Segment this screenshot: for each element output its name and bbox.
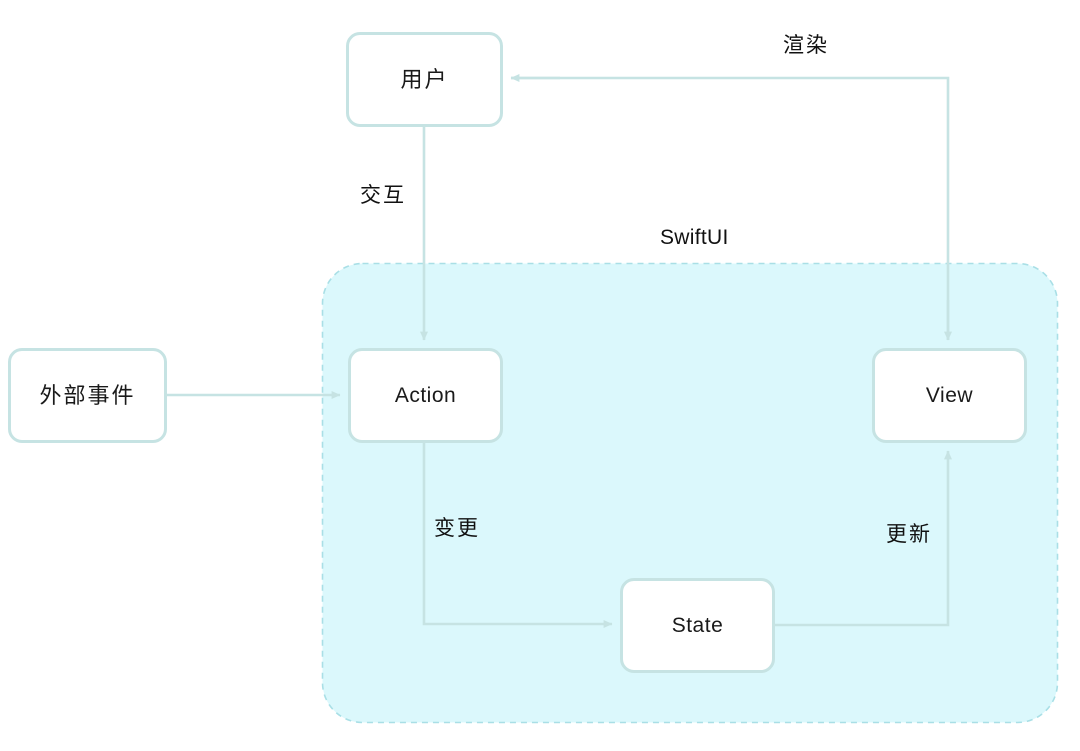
edge-label-mutate: 变更 [434, 517, 480, 540]
node-view[interactable]: View [872, 348, 1027, 443]
node-user[interactable]: 用户 [346, 32, 503, 127]
group-label-swiftui: SwiftUI [660, 226, 729, 249]
node-state[interactable]: State [620, 578, 775, 673]
edge-label-render: 渲染 [783, 34, 829, 57]
edge-label-interact: 交互 [360, 184, 406, 207]
edge-label-update: 更新 [886, 523, 932, 546]
edge-view-to-user [511, 76, 950, 340]
node-external-event[interactable]: 外部事件 [8, 348, 167, 443]
edge-state-to-view [775, 450, 952, 627]
node-action[interactable]: Action [348, 348, 503, 443]
edge-action-to-state [422, 443, 613, 628]
